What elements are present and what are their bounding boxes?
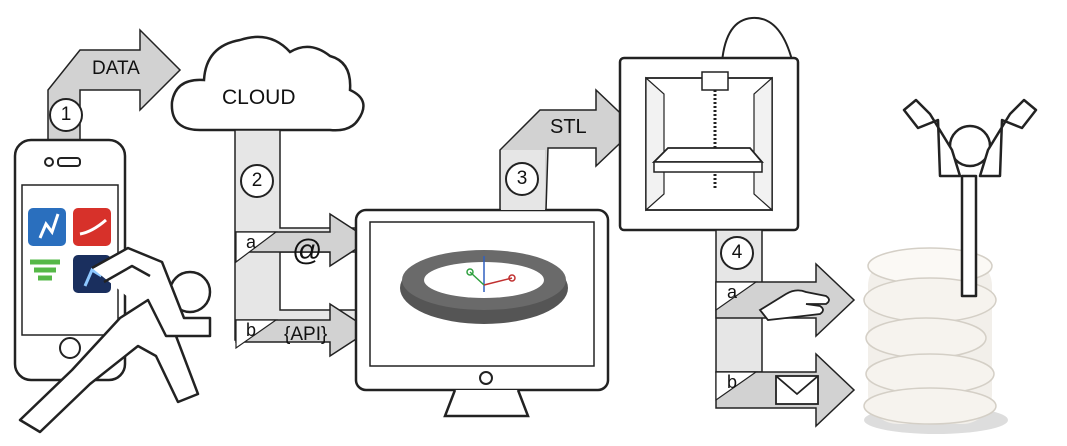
phone-icon xyxy=(13,138,127,382)
cloud-icon xyxy=(170,35,365,132)
step-2-badge: 2 xyxy=(240,164,274,198)
cloud-label: CLOUD xyxy=(222,86,296,109)
hand-icon xyxy=(758,289,830,321)
cloud-substep-b: b xyxy=(246,320,257,340)
runner-icon xyxy=(18,246,212,434)
cheering-person-icon xyxy=(902,98,1038,298)
envelope-icon xyxy=(775,375,819,405)
printer-substep-b: b xyxy=(727,372,738,392)
step-4-badge: 4 xyxy=(720,236,754,270)
printer-substep-a: a xyxy=(727,282,738,302)
printed-object-icon xyxy=(863,247,1008,434)
stl-label: STL xyxy=(550,116,587,138)
data-label: DATA xyxy=(92,58,140,79)
printer-3d-icon xyxy=(618,16,800,232)
ring-model-icon xyxy=(400,250,568,324)
step-1-badge: 1 xyxy=(49,98,83,132)
api-label: {API} xyxy=(284,324,328,345)
step-3-badge: 3 xyxy=(505,162,539,196)
cloud-substep-a: a xyxy=(246,232,257,252)
at-label: @ xyxy=(292,234,323,267)
